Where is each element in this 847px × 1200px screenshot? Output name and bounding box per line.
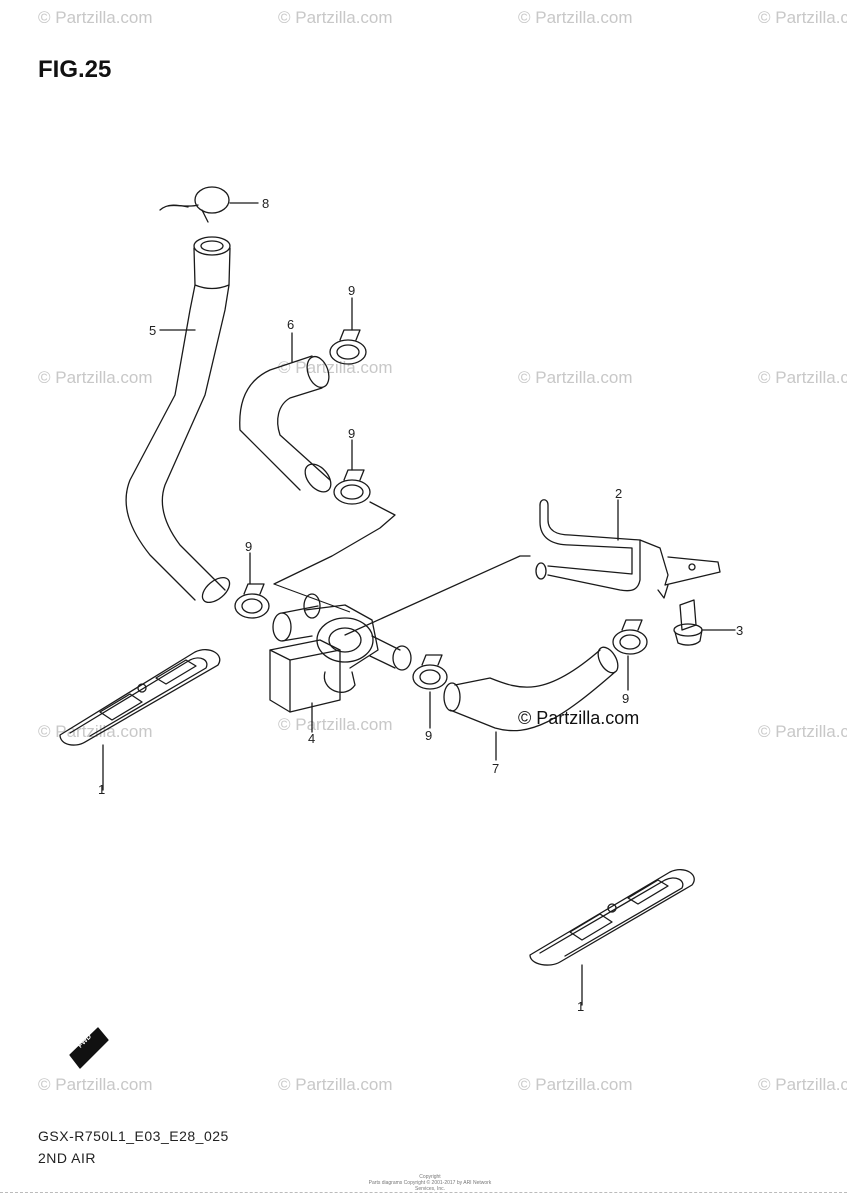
model-code: GSX-R750L1_E03_E28_025 xyxy=(38,1128,229,1144)
watermark-text: © Partzilla.com xyxy=(758,722,847,741)
fwd-arrow-icon xyxy=(69,1027,109,1069)
part-1-plate-bottom xyxy=(529,869,695,1006)
watermark-text: © Partzilla.com xyxy=(38,368,153,387)
part-6-hose xyxy=(239,332,332,493)
callout-9-e: 9 xyxy=(622,691,630,706)
watermark-text: © Partzilla.com xyxy=(278,715,393,734)
section-name: 2ND AIR xyxy=(38,1150,96,1166)
prominent-watermark: © Partzilla.com xyxy=(518,708,640,728)
watermark-text: © Partzilla.com xyxy=(758,8,847,27)
copyright-line-1: Copyright xyxy=(419,1174,441,1180)
part-9-clamp-b xyxy=(273,439,396,585)
callout-9-c: 9 xyxy=(245,539,253,554)
callout-6: 6 xyxy=(287,317,295,332)
callout-8: 8 xyxy=(262,196,270,211)
figure-title: FIG.25 xyxy=(38,56,112,83)
callout-1-top: 1 xyxy=(98,782,106,797)
watermark-text: © Partzilla.com xyxy=(38,8,153,27)
part-9-clamp-e xyxy=(612,619,648,691)
callout-9-b: 9 xyxy=(348,426,356,441)
callout-4: 4 xyxy=(308,731,316,746)
watermark-text: © Partzilla.com xyxy=(278,1075,393,1094)
part-9-clamp-a xyxy=(329,297,367,365)
watermark-text: © Partzilla.com xyxy=(518,368,633,387)
page-bottom-edge xyxy=(0,1192,847,1193)
callout-3: 3 xyxy=(736,623,744,638)
watermark-text: © Partzilla.com xyxy=(38,1075,153,1094)
part-8-cap xyxy=(159,186,259,223)
part-9-clamp-c xyxy=(234,552,270,619)
part-9-clamp-d xyxy=(412,654,448,729)
watermark-text: © Partzilla.com xyxy=(278,358,393,377)
part-3-bolt xyxy=(673,599,736,646)
watermark-text: © Partzilla.com xyxy=(758,1075,847,1094)
part-7-hose xyxy=(443,646,619,761)
watermark-text: © Partzilla.com xyxy=(278,8,393,27)
watermark-text: © Partzilla.com xyxy=(518,1075,633,1094)
copyright-notice: Copyright Parts diagrams Copyright © 200… xyxy=(365,1174,495,1192)
callout-7: 7 xyxy=(492,761,500,776)
copyright-line-2: Parts diagrams Copyright © 2001-2017 by … xyxy=(368,1180,492,1192)
watermark-text: © Partzilla.com xyxy=(518,8,633,27)
part-1-plate-top xyxy=(59,649,221,791)
callout-1-bottom: 1 xyxy=(577,999,585,1014)
part-5-hose xyxy=(125,236,231,604)
part-2-pipe xyxy=(535,499,721,599)
watermark-text: © Partzilla.com xyxy=(38,722,153,741)
callout-2: 2 xyxy=(615,486,623,501)
callout-9-d: 9 xyxy=(425,728,433,743)
callout-5: 5 xyxy=(149,323,157,338)
watermark-text: © Partzilla.com xyxy=(758,368,847,387)
callout-9-a: 9 xyxy=(348,283,356,298)
part-4-valve xyxy=(269,555,531,733)
